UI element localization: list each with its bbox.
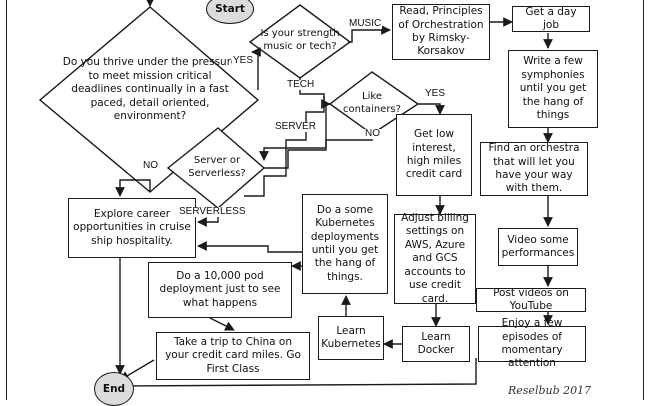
adjust-billing-box: Adjust billing settings on AWS, Azure an… [394,212,476,305]
music-edge-label: MUSIC [348,18,383,29]
trip-china-box: Take a trip to China on your credit card… [156,332,310,380]
end-label: End [102,383,126,395]
write-symphonies-box: Write a few symphonies until you get the… [508,50,598,128]
post-youtube-box: Post videos on YouTube [476,287,586,312]
containers-yes-edge [418,103,445,115]
kubernetes-deployments-box: Do a some Kubernetes deployments until y… [302,194,388,294]
containers-question-text: Like containers? [343,91,401,115]
tech-stair-line [244,96,325,197]
server-edge [264,103,330,169]
start-terminal: Start [206,0,254,24]
learn-kubernetes-box: Learn Kubernetes [318,316,384,360]
enjoy-attention-box: Enjoy a few episodes of momentary attent… [478,317,586,369]
read-orchestration-box: Read, Principles of Orchestration by Rim… [392,4,490,60]
yes-containers-label: YES [424,88,447,99]
server-question-text: Server or Serverless? [188,155,246,179]
music-edge [348,25,391,43]
containers-no-edge [259,134,373,161]
no-containers-label: NO [364,128,381,139]
serverless-edge-label: SERVERLESS [178,206,247,217]
cruise-ship-box: Explore career opportunities in cruise s… [68,198,196,258]
pod-to-china [209,317,235,331]
yes-thrive-label: YES [232,55,255,66]
video-performances-box: Video some performances [498,228,578,266]
learn-docker-box: Learn Docker [402,326,470,362]
server-edge-label: SERVER [274,121,317,132]
pod-deployment-box: Do a 10,000 pod deployment just to see w… [148,262,292,318]
enjoy-to-end [121,358,477,391]
thrive-no-edge [115,179,151,197]
day-job-box: Get a day job [512,6,590,32]
tech-edge-label: TECH [286,79,316,90]
find-orchestra-box: Find an orchestra that will let you have… [480,142,588,196]
start-label: Start [215,3,245,15]
low-interest-card-box: Get low interest, high miles credit card [396,114,472,196]
artist-signature: Reselbub 2017 [508,384,592,397]
end-terminal: End [94,372,134,406]
thrive-yes-edge [251,47,261,90]
strength-question-text: Is your strength music or tech? [260,28,340,52]
thrive-question-text: Do you thrive under the pressure to meet… [62,56,238,123]
no-thrive-label: NO [142,160,159,171]
